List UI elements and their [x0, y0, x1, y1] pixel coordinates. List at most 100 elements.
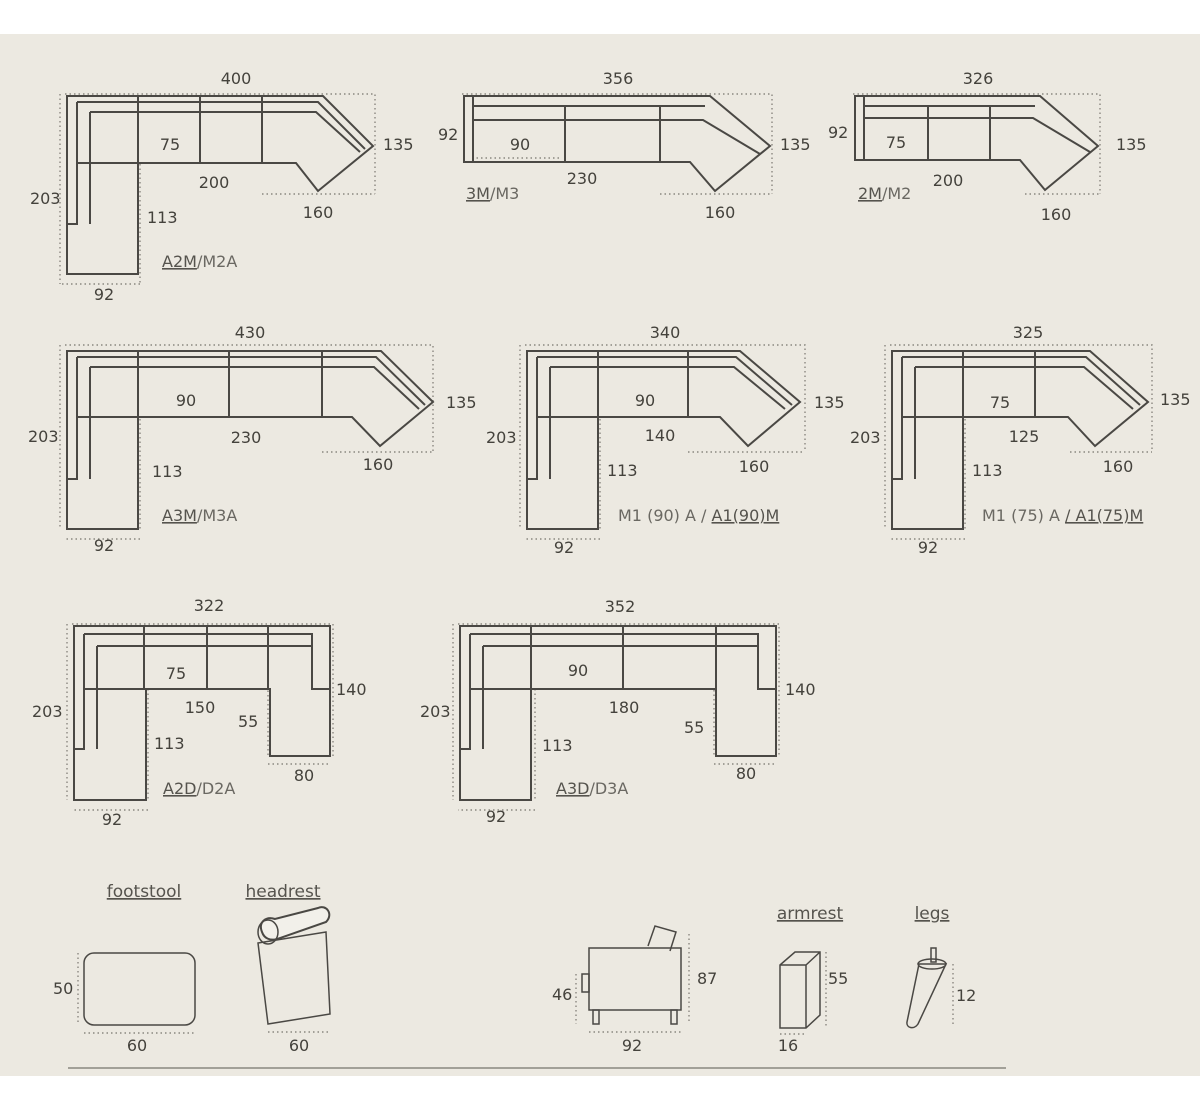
- dim-depth: 203: [30, 189, 61, 208]
- dim-chaise-width: 92: [102, 810, 122, 829]
- dimension-guides: [853, 93, 1101, 195]
- headrest-pad: [257, 931, 331, 1025]
- dim-arm-depth: 135: [383, 135, 414, 154]
- dimension-sheet: 400 135 75 200 160 203 113 92 A2M/M2A 35…: [0, 34, 1200, 1076]
- dim-chaise-width: 92: [94, 285, 114, 304]
- dim-center: 180: [609, 698, 640, 717]
- dim-width: 326: [963, 69, 994, 88]
- leg-body: [906, 963, 948, 1029]
- sofa-inner-lines: [472, 96, 761, 162]
- dim-height: 87: [697, 969, 717, 988]
- dim-center: 200: [199, 173, 230, 192]
- dim-arm-depth: 135: [446, 393, 477, 412]
- dim-corner: 160: [1103, 457, 1134, 476]
- model-label: M1 (75) A / A1(75)M: [982, 506, 1143, 525]
- dim-width: 16: [778, 1036, 798, 1055]
- headrest: headrest 60: [245, 882, 331, 1055]
- dim-corner: 160: [363, 455, 394, 474]
- dim-right-width: 80: [736, 764, 756, 783]
- dim-width: 322: [194, 596, 225, 615]
- dimension-guides: [519, 344, 806, 540]
- model-label: A3D/D3A: [556, 779, 628, 798]
- dim-chaise: 113: [152, 462, 183, 481]
- dim-chaise: 113: [154, 734, 185, 753]
- dim-width: 356: [603, 69, 634, 88]
- dim-chaise-width: 92: [94, 536, 114, 555]
- sofa-a3m: 430 135 90 230 160 203 113 92 A3M/M3A: [28, 323, 477, 555]
- armrest: armrest 55 16: [777, 904, 848, 1055]
- dim-width: 60: [127, 1036, 147, 1055]
- dim-arm-depth: 135: [1116, 135, 1147, 154]
- dimension-guides: [780, 952, 827, 1035]
- dim-right-depth: 140: [785, 680, 816, 699]
- side-cushion: [647, 925, 677, 952]
- side-arm: [581, 973, 590, 993]
- dimension-guides: [59, 344, 434, 540]
- dim-height: 50: [53, 979, 73, 998]
- leg-screw: [930, 947, 937, 963]
- dim-chaise-width: 92: [486, 807, 506, 826]
- dim-chaise-width: 92: [918, 538, 938, 557]
- dim-center: 150: [185, 698, 216, 717]
- dimension-guides: [884, 344, 1153, 540]
- sofa-outline: [526, 350, 802, 530]
- sofa-outline: [73, 625, 331, 801]
- dim-seat: 75: [166, 664, 186, 683]
- dim-corner: 160: [705, 203, 736, 222]
- footstool-title: footstool: [107, 882, 182, 902]
- dim-center: 140: [645, 426, 676, 445]
- dim-seat: 90: [635, 391, 655, 410]
- dim-seat: 90: [176, 391, 196, 410]
- armrest-shape: [779, 951, 821, 1029]
- dimension-guides: [575, 934, 690, 1033]
- sofa-outline: [891, 350, 1150, 530]
- leg: legs 12: [906, 904, 976, 1029]
- dim-height: 55: [828, 969, 848, 988]
- sofa-inner-lines: [892, 351, 1141, 480]
- model-label: 2M/M2: [858, 184, 911, 203]
- sofa-inner-lines: [67, 96, 366, 225]
- headrest-roll: [260, 906, 331, 941]
- dim-center: 125: [1009, 427, 1040, 446]
- dimension-guides: [66, 623, 334, 811]
- sofa-inner-lines: [460, 626, 776, 750]
- dim-depth: 92: [828, 123, 848, 142]
- side-leg-front: [592, 1009, 600, 1025]
- footstool: footstool 50 60: [53, 882, 196, 1055]
- dim-chaise: 113: [147, 208, 178, 227]
- headrest-title: headrest: [245, 882, 320, 902]
- dim-seat: 75: [990, 393, 1010, 412]
- dim-depth: 203: [850, 428, 881, 447]
- sofa-dimensions-drawing: 400 135 75 200 160 203 113 92 A2M/M2A 35…: [28, 69, 1191, 1069]
- sofa-inner-lines: [863, 96, 1091, 160]
- sofa-m1-90: 340 135 90 140 160 203 113 92 M1 (90) A …: [486, 323, 845, 557]
- dim-width: 340: [650, 323, 681, 342]
- dim-width: 400: [221, 69, 252, 88]
- dim-center: 230: [231, 428, 262, 447]
- dim-width: 430: [235, 323, 266, 342]
- sofa-inner-lines: [527, 351, 793, 480]
- dim-right-depth: 140: [336, 680, 367, 699]
- dim-seat: 90: [510, 135, 530, 154]
- dim-depth: 203: [486, 428, 517, 447]
- dimension-guides: [59, 93, 376, 285]
- dimension-guides: [462, 93, 773, 195]
- dim-arm-depth: 135: [780, 135, 811, 154]
- dimension-guides: [77, 953, 195, 1034]
- sofa-inner-lines: [74, 626, 330, 750]
- sofa-side-view: 87 46 92: [552, 925, 717, 1055]
- model-label: 3M/M3: [466, 184, 519, 203]
- dim-seat: 75: [160, 135, 180, 154]
- model-label: A3M/M3A: [162, 506, 237, 525]
- dim-depth: 92: [438, 125, 458, 144]
- dim-depth: 203: [28, 427, 59, 446]
- dim-right-width: 80: [294, 766, 314, 785]
- dim-width: 352: [605, 597, 636, 616]
- dim-inner: 55: [238, 712, 258, 731]
- side-leg-back: [670, 1009, 678, 1025]
- sofa-a2d: 322 140 75 150 55 80 203 113 92 A2D/D2A: [32, 596, 367, 829]
- dim-corner: 160: [303, 203, 334, 222]
- sofa-outline: [66, 95, 375, 275]
- sofa-a3d: 352 140 90 180 55 80 203 113 92 A3D/D3A: [420, 597, 816, 826]
- dim-depth: 203: [420, 702, 451, 721]
